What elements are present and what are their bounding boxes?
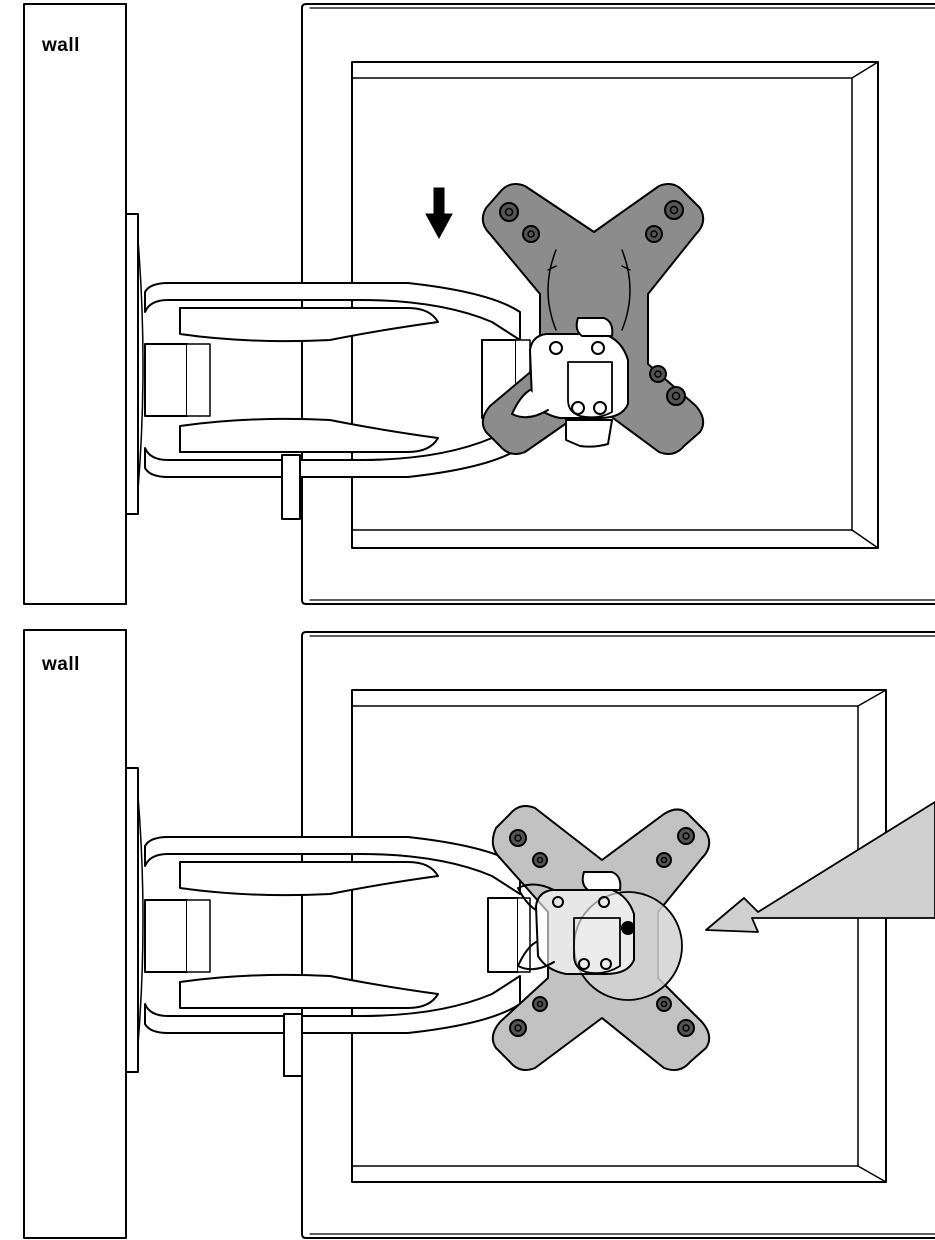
wall-plate-edge bbox=[137, 239, 144, 491]
wall-label: wall bbox=[42, 35, 80, 56]
down-arrow-icon bbox=[425, 187, 453, 240]
step-2-panel: wall bbox=[0, 620, 935, 1240]
wall-label: wall bbox=[42, 654, 80, 675]
wall-plate-edge bbox=[137, 795, 144, 1045]
mount-holes bbox=[509, 827, 695, 1037]
wall-outline bbox=[23, 3, 127, 605]
wall-outline bbox=[23, 629, 127, 1239]
tilt-bracket bbox=[511, 317, 629, 448]
callout-arrow-icon bbox=[705, 801, 935, 933]
arm-locking-tab bbox=[281, 454, 301, 520]
tilt-bracket bbox=[517, 871, 635, 975]
wall-plate bbox=[125, 767, 139, 1073]
step-2-diagram bbox=[23, 629, 935, 1239]
arm-locking-tab bbox=[283, 1013, 303, 1077]
mount-holes bbox=[499, 200, 686, 406]
step-1-panel: wall bbox=[23, 3, 935, 605]
articulating-arm bbox=[144, 282, 531, 520]
step-1-diagram bbox=[23, 3, 935, 605]
articulating-arm bbox=[144, 836, 531, 1077]
wall-plate bbox=[125, 213, 139, 515]
locking-screw bbox=[621, 921, 635, 935]
